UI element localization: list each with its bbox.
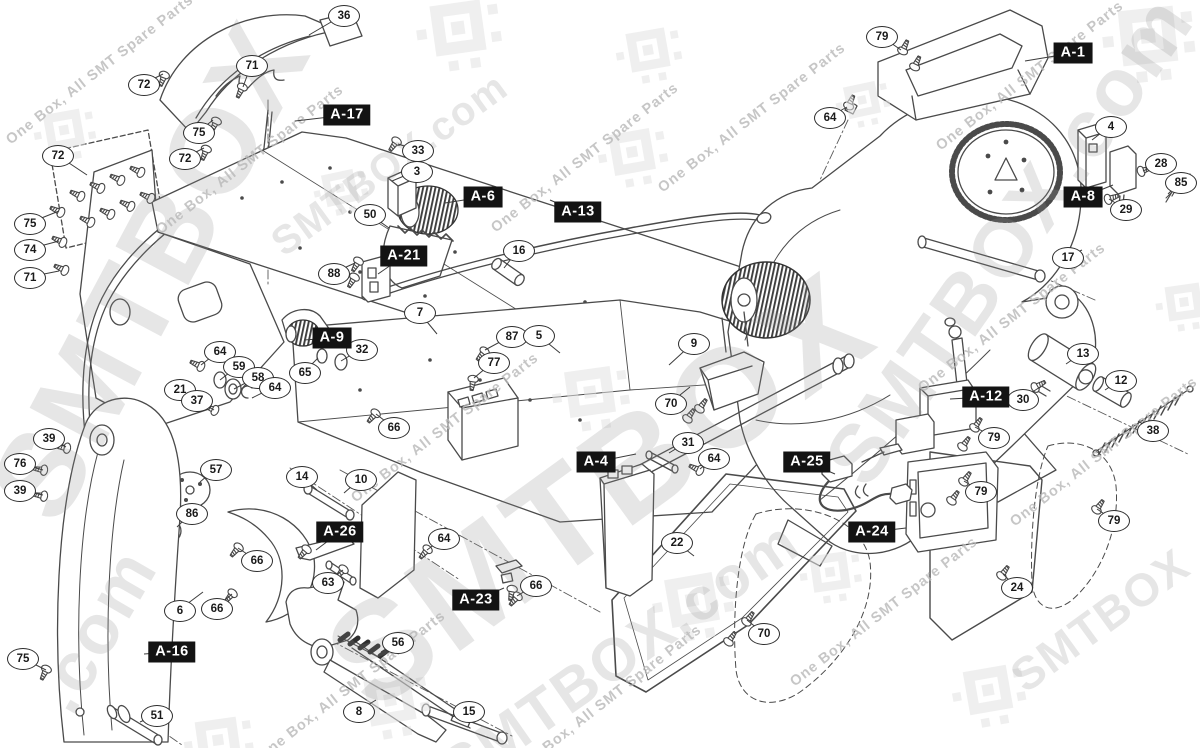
part-callout-79: 79 xyxy=(978,427,1010,449)
part-callout-63: 63 xyxy=(312,572,344,594)
assembly-label-a-26: A-26 xyxy=(316,521,364,543)
latch-bracket-a21 xyxy=(361,255,391,303)
part-callout-77: 77 xyxy=(478,352,510,374)
part-callout-86: 86 xyxy=(176,503,208,525)
part-callout-39: 39 xyxy=(4,480,36,502)
part-callout-29: 29 xyxy=(1110,199,1142,221)
part-callout-51: 51 xyxy=(141,705,173,727)
assembly-label-a-6: A-6 xyxy=(463,186,503,208)
part-callout-15: 15 xyxy=(453,701,485,723)
part-callout-16: 16 xyxy=(503,240,535,262)
part-callout-66: 66 xyxy=(378,417,410,439)
part-callout-76: 76 xyxy=(4,453,36,475)
part-callout-14: 14 xyxy=(286,466,318,488)
part-callout-7: 7 xyxy=(404,302,436,324)
part-callout-71: 71 xyxy=(236,55,268,77)
part-callout-75: 75 xyxy=(14,213,46,235)
part-callout-70: 70 xyxy=(655,393,687,415)
knurled-roller xyxy=(721,261,811,339)
assembly-label-a-12: A-12 xyxy=(962,386,1010,408)
part-callout-12: 12 xyxy=(1105,370,1137,392)
part-callout-4: 4 xyxy=(1095,116,1127,138)
part-callout-75: 75 xyxy=(7,648,39,670)
part-callout-64: 64 xyxy=(698,448,730,470)
part-callout-36: 36 xyxy=(328,5,360,27)
assembly-label-a-16: A-16 xyxy=(148,641,196,663)
part-callout-30: 30 xyxy=(1007,389,1039,411)
part-callout-65: 65 xyxy=(289,362,321,384)
part-callout-32: 32 xyxy=(346,339,378,361)
part-callout-57: 57 xyxy=(200,459,232,481)
part-callout-64: 64 xyxy=(428,528,460,550)
part-callout-66: 66 xyxy=(520,575,552,597)
assembly-label-a-4: A-4 xyxy=(576,451,616,473)
bracket-9 xyxy=(699,311,765,411)
part-callout-72: 72 xyxy=(128,74,160,96)
assembly-label-a-23: A-23 xyxy=(452,589,500,611)
part-callout-75: 75 xyxy=(183,122,215,144)
part-callout-17: 17 xyxy=(1052,247,1084,269)
part-callout-38: 38 xyxy=(1137,420,1169,442)
assembly-label-a-21: A-21 xyxy=(380,245,428,267)
shaft-17 xyxy=(917,235,1046,283)
assembly-label-a-8: A-8 xyxy=(1063,186,1103,208)
bearing-13 xyxy=(1027,333,1132,408)
part-callout-72: 72 xyxy=(169,148,201,170)
part-callout-71: 71 xyxy=(14,267,46,289)
part-callout-31: 31 xyxy=(672,432,704,454)
sprocket-wheel xyxy=(949,121,1063,223)
assembly-label-a-24: A-24 xyxy=(848,521,896,543)
part-callout-56: 56 xyxy=(382,632,414,654)
rod-a4 xyxy=(599,353,855,597)
part-callout-79: 79 xyxy=(965,481,997,503)
assembly-label-a-9: A-9 xyxy=(312,327,352,349)
assembly-label-a-13: A-13 xyxy=(554,201,602,223)
part-callout-70: 70 xyxy=(748,623,780,645)
part-callout-64: 64 xyxy=(259,377,291,399)
part-callout-87: 87 xyxy=(496,326,528,348)
part-callout-10: 10 xyxy=(345,469,377,491)
part-callout-9: 9 xyxy=(678,333,710,355)
part-callout-5: 5 xyxy=(523,325,555,347)
part-callout-66: 66 xyxy=(201,598,233,620)
spring-38 xyxy=(1092,385,1194,457)
part-callout-79: 79 xyxy=(866,26,898,48)
part-callout-28: 28 xyxy=(1145,153,1177,175)
assembly-label-a-25: A-25 xyxy=(783,451,831,473)
part-callout-3: 3 xyxy=(401,161,433,183)
part-callout-24: 24 xyxy=(1001,577,1033,599)
cover-plate-24 xyxy=(929,442,1118,641)
part-callout-13: 13 xyxy=(1067,343,1099,365)
part-callout-39: 39 xyxy=(33,428,65,450)
part-callout-33: 33 xyxy=(402,140,434,162)
part-callout-37: 37 xyxy=(181,390,213,412)
part-callout-6: 6 xyxy=(164,600,196,622)
assembly-label-a-17: A-17 xyxy=(323,104,371,126)
part-callout-66: 66 xyxy=(241,550,273,572)
part-callout-79: 79 xyxy=(1098,510,1130,532)
part-callout-50: 50 xyxy=(354,204,386,226)
part-callout-8: 8 xyxy=(343,701,375,723)
part-callout-72: 72 xyxy=(42,145,74,167)
part-callout-74: 74 xyxy=(14,239,46,261)
assembly-label-a-1: A-1 xyxy=(1053,42,1093,64)
part-callout-88: 88 xyxy=(318,263,350,285)
part-callout-85: 85 xyxy=(1165,172,1197,194)
part-callout-64: 64 xyxy=(814,107,846,129)
part-callout-22: 22 xyxy=(661,532,693,554)
